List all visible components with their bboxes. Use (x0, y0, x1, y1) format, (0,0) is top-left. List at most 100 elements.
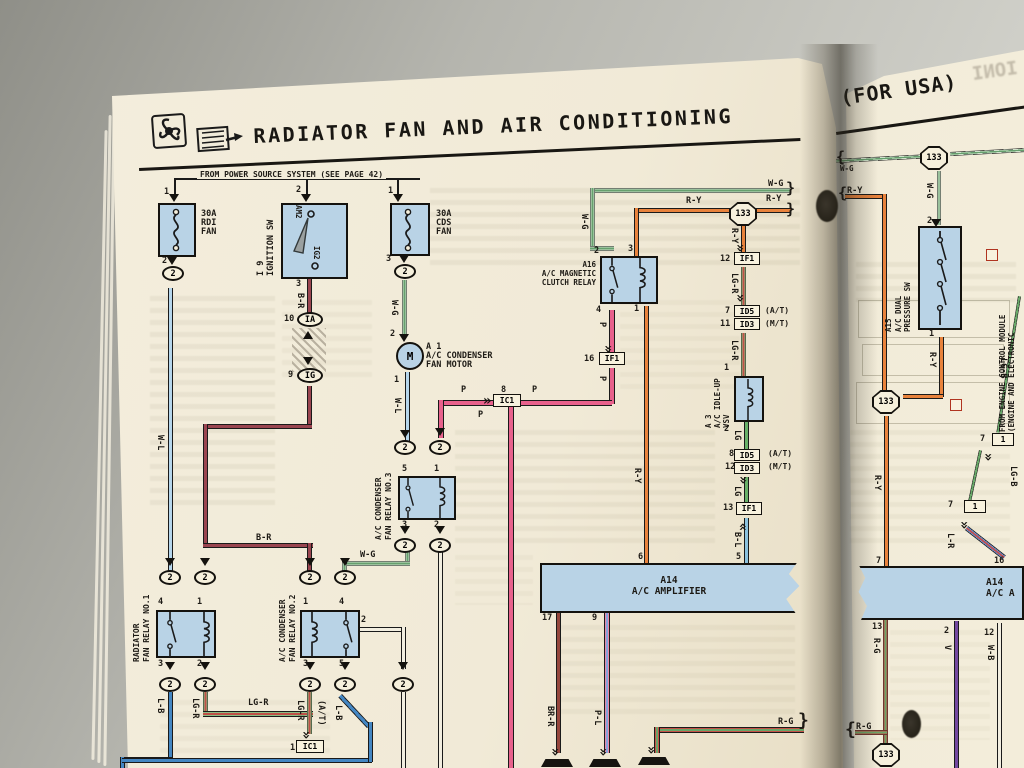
continuation-brace-1: } (786, 200, 796, 218)
oval-connector-2-6: 2 (394, 538, 416, 553)
binder-hole-0 (816, 190, 838, 222)
label-5-83: 5 (736, 552, 742, 562)
label-3-31: 3 (158, 659, 164, 669)
wire-wg-38 (590, 246, 614, 251)
label-1-3: 1 (388, 186, 394, 196)
oval-connector-ig-3: IG (297, 368, 323, 383)
relay3-label: A/C CONDENSER FAN RELAY NO.3 (374, 472, 393, 540)
label-8-59: 8 (501, 385, 507, 395)
label-7-67: 7 (725, 306, 731, 316)
label-3-7: 3 (296, 279, 302, 289)
wire-v-60 (954, 621, 959, 768)
label-3-24: 3 (402, 520, 408, 530)
motor-symbol: M (396, 342, 424, 370)
label-4-53: 4 (596, 305, 602, 315)
wire-blk-2 (306, 178, 308, 197)
wire-lg-45 (744, 477, 749, 505)
label-w-g-15: W-G (388, 300, 399, 316)
ac-amplifier-label: A14 A/C AMPLIFIER (631, 575, 707, 597)
label-b-r-14: B-R (294, 293, 305, 309)
chevron-arrow-4: » (735, 522, 752, 532)
label-5-38: 5 (339, 659, 345, 669)
wire-ry-56 (939, 337, 944, 397)
label-2-32: 2 (197, 659, 203, 669)
oval-connector-2-9: 2 (194, 570, 216, 585)
sw-symbol-10 (604, 258, 620, 302)
wire-wg-53 (937, 171, 941, 225)
label-1-1: 1 (164, 187, 170, 197)
wire-ry-35 (644, 306, 649, 566)
label-w-g-92: W-G (923, 183, 934, 199)
label-17-85: 17 (542, 613, 553, 623)
wire-br-7 (203, 424, 312, 429)
label-l-r-104: L-R (944, 533, 955, 549)
coil-symbol-12 (737, 379, 759, 420)
terminal-arrow-7 (303, 357, 313, 365)
oval-connector-2-4: 2 (394, 440, 416, 455)
terminal-arrow-14 (305, 558, 315, 566)
label-lg-b-100: LG-B (997, 358, 1008, 379)
label-10-9: 10 (284, 314, 295, 324)
idle-up-vsv-label: A 3 A/C IDLE-UP VSV (704, 378, 731, 428)
terminal-arrow-17 (200, 662, 210, 670)
coil-symbol-11 (632, 258, 648, 302)
wire-ry-39 (634, 208, 791, 213)
label-1-95: 1 (929, 329, 935, 339)
terminal-arrow-9 (435, 428, 445, 436)
fuse-symbol-0 (166, 206, 186, 254)
wire-blk-3 (397, 178, 399, 197)
wire-rg-49 (654, 727, 804, 733)
oval-connector-2-15: 2 (334, 677, 356, 692)
label-r-y-62: R-Y (631, 468, 642, 484)
octagon-label: 133 (730, 203, 756, 225)
label-7-103: 7 (948, 500, 954, 510)
condenser-icon (196, 124, 244, 154)
continuation-brace-2: } (798, 710, 809, 731)
label-p-58: P (461, 385, 467, 395)
terminal-arrow-20 (398, 662, 408, 670)
wire-brr-47 (556, 611, 561, 753)
wire-ry-57 (903, 394, 943, 399)
oval-connector-2-1: 2 (394, 264, 416, 279)
binder-hole-1 (902, 710, 921, 738)
label-2-74: 2 (724, 424, 730, 434)
oval-connector-2-12: 2 (159, 677, 181, 692)
label-a-t-43: (A/T) (315, 700, 326, 726)
sw-symbol-8 (400, 478, 416, 519)
chevron-arrow-3: » (735, 475, 752, 485)
terminal-arrow-19 (340, 662, 350, 670)
relay1-label: RADIATOR FAN RELAY NO.1 (132, 594, 151, 662)
label-9-10: 9 (288, 370, 294, 380)
wire-br-5 (307, 278, 312, 316)
wire-blk-1 (174, 178, 176, 197)
label-2-2: 2 (296, 185, 302, 195)
ac-dual-pressure-sw-box (918, 226, 962, 330)
label-p-61: P (478, 410, 484, 420)
wire-lb-24 (168, 692, 173, 759)
wire-lb-29 (368, 722, 373, 762)
wire-rg-50 (654, 727, 660, 753)
wire-pl-48 (604, 611, 610, 753)
chevron-arrow-9: » (643, 745, 660, 755)
ghost-text-6 (620, 300, 740, 395)
connector-1-10: 1 (964, 500, 986, 513)
label-p-60: P (532, 385, 538, 395)
sw-symbol-4 (162, 612, 178, 657)
wire-lb-27 (122, 758, 372, 763)
wire-lgr-42 (741, 267, 746, 308)
wire-wl-12 (405, 372, 410, 444)
connector-fragment-11 (986, 249, 998, 261)
wire-bl-46 (744, 518, 749, 566)
label-lg-r-66: LG-R (728, 273, 739, 294)
oval-connector-ia-2: IA (297, 312, 323, 327)
terminal-arrow-11 (435, 526, 445, 534)
label-v-110: V (941, 645, 952, 651)
oval-connector-2-8: 2 (159, 570, 181, 585)
label-b-r-27: B-R (256, 533, 272, 543)
label-a-t-68: (A/T) (765, 306, 790, 315)
wedge-symbol-2 (284, 205, 346, 277)
label-1-45: 1 (290, 743, 296, 753)
label-m-t-79: (M/T) (768, 462, 793, 471)
wire-wg-36 (590, 188, 790, 193)
